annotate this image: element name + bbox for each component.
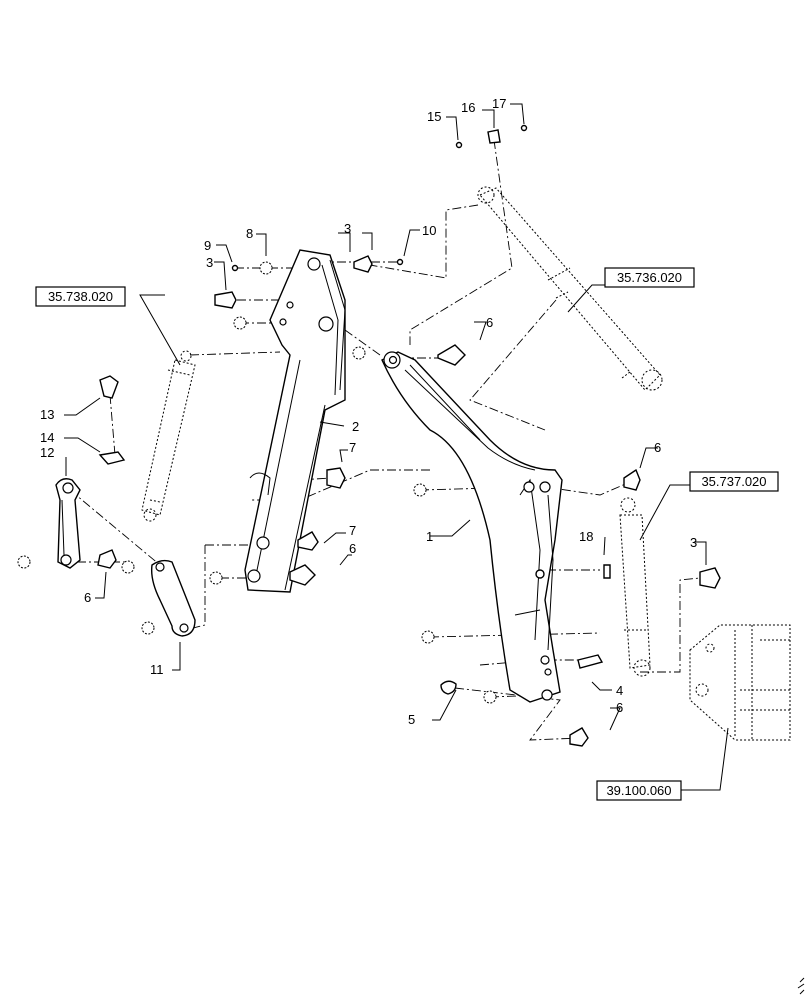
assembly-lines (60, 139, 701, 741)
callout-1: 1 (426, 529, 433, 544)
callout-6: 6 (486, 315, 493, 330)
callout-18: 18 (579, 529, 593, 544)
callout-3: 3 (206, 255, 213, 270)
callout-16: 16 (461, 100, 475, 115)
reference-boxes: 35.736.020 35.737.020 35.738.020 39.100.… (35, 267, 779, 801)
callout-4: 4 (616, 683, 623, 698)
callout-14: 14 (40, 430, 54, 445)
callout-6: 6 (616, 700, 623, 715)
ref-frame[interactable]: 39.100.060 (596, 780, 682, 801)
bucket-cylinder (141, 350, 196, 522)
callout-13: 13 (40, 407, 54, 422)
callout-9: 9 (204, 238, 211, 253)
ref-bucket-cylinder-label: 35.738.020 (48, 289, 113, 304)
callout-12: 12 (40, 445, 54, 460)
callout-2: 2 (352, 419, 359, 434)
callout-3: 3 (344, 221, 351, 236)
callout-11: 11 (150, 662, 164, 677)
corner-mark (797, 977, 805, 995)
link-arm (55, 478, 81, 569)
callout-6: 6 (349, 541, 356, 556)
boom-arm (381, 351, 563, 703)
callout-6: 6 (84, 590, 91, 605)
ref-bucket-cylinder[interactable]: 35.738.020 (35, 286, 126, 307)
callout-15: 15 (427, 109, 441, 124)
ref-dipper-cylinder[interactable]: 35.737.020 (689, 471, 779, 492)
boom-cylinder (477, 186, 663, 391)
leader-lines (64, 103, 729, 791)
ref-frame-label: 39.100.060 (606, 783, 671, 798)
callout-6: 6 (654, 440, 661, 455)
callout-7: 7 (349, 523, 356, 538)
callout-3: 3 (690, 535, 697, 550)
callout-5: 5 (408, 712, 415, 727)
callout-10: 10 (422, 223, 436, 238)
callout-7: 7 (349, 440, 356, 455)
callout-8: 8 (246, 226, 253, 241)
link-plate (150, 559, 196, 637)
ref-boom-cylinder[interactable]: 35.736.020 (604, 267, 695, 288)
ref-boom-cylinder-label: 35.736.020 (617, 270, 682, 285)
grease-nipples (17, 261, 497, 704)
callouts: 1 2 3 3 3 4 5 6 6 6 6 6 7 7 8 9 10 11 12… (40, 96, 697, 727)
ref-dipper-cylinder-label: 35.737.020 (701, 474, 766, 489)
frame (689, 624, 791, 741)
callout-17: 17 (492, 96, 506, 111)
dipper-arm (244, 249, 346, 593)
pins (97, 124, 721, 747)
dipper-cylinder (619, 497, 651, 677)
